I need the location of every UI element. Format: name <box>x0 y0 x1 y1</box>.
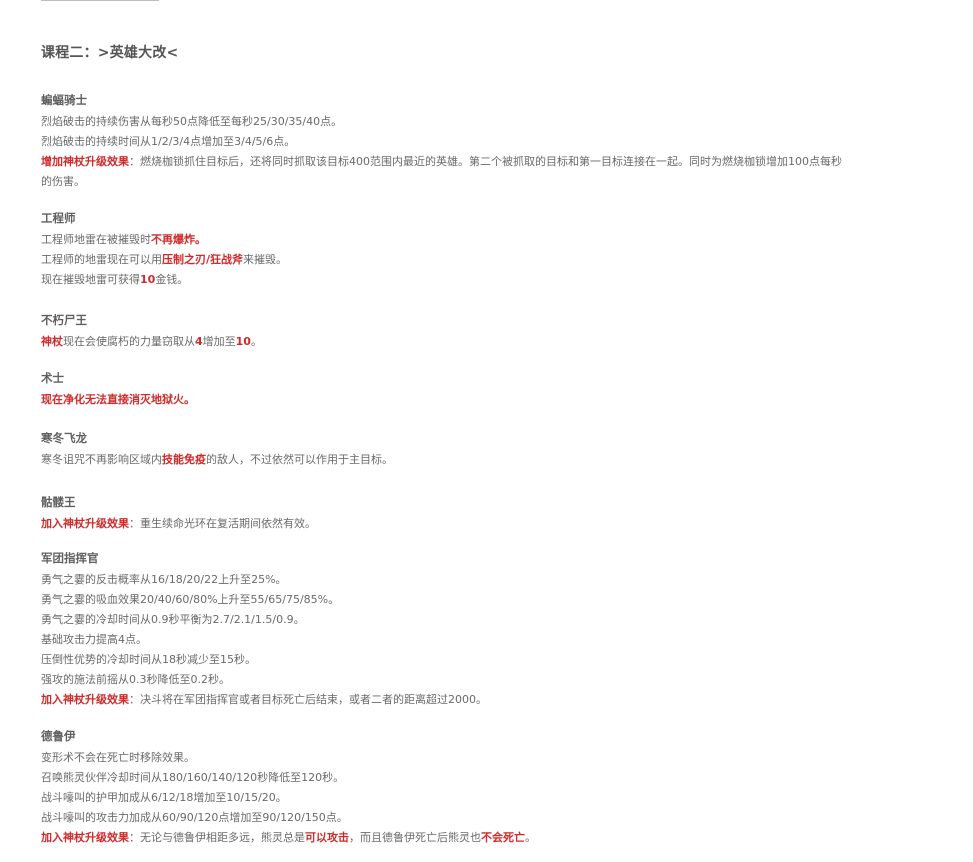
change-line: 勇气之霎的反击概率从16/18/20/22上升至25%。 <box>41 570 941 590</box>
change-text: 工程师地雷在被摧毁时 <box>41 233 151 246</box>
hero-section: 工程师工程师地雷在被摧毁时不再爆炸。工程师的地雷现在可以用压制之刃/狂战斧来摧毁… <box>41 208 941 290</box>
change-line: 烈焰破击的持续伤害从每秒50点降低至每秒25/30/35/40点。 <box>41 112 941 132</box>
hero-section: 骷髅王加入神杖升级效果：重生续命光环在复活期间依然有效。 <box>41 492 941 534</box>
page-title: 课程二：>英雄大改< <box>41 45 179 61</box>
hero-section: 不朽尸王神杖现在会使腐朽的力量窃取从4增加至10。 <box>41 310 941 352</box>
highlight-text: 10 <box>235 335 251 348</box>
change-line: 召唤熊灵伙伴冷却时间从180/160/140/120秒降低至120秒。 <box>41 768 941 788</box>
hero-section: 蝙蝠骑士烈焰破击的持续伤害从每秒50点降低至每秒25/30/35/40点。烈焰破… <box>41 90 941 192</box>
change-text: 。 <box>250 335 262 348</box>
change-text: ：燃烧枷锁抓住目标后，还将同时抓取该目标400范围内最近的英雄。第二个被抓取的目… <box>41 155 842 188</box>
highlight-text: 技能免疫 <box>162 453 206 466</box>
change-text: 。 <box>525 831 536 844</box>
hero-name: 工程师 <box>41 211 76 225</box>
change-text: 的敌人，不过依然可以作用于主目标。 <box>206 453 393 466</box>
change-line: 工程师的地雷现在可以用压制之刃/狂战斧来摧毁。 <box>41 250 941 270</box>
change-text: 强攻的施法前摇从0.3秒降低至0.2秒。 <box>41 673 230 686</box>
change-line: 寒冬诅咒不再影响区域内技能免疫的敌人，不过依然可以作用于主目标。 <box>41 450 941 470</box>
change-line: 现在净化无法直接消灭地狱火。 <box>41 390 941 410</box>
change-text: ：决斗将在军团指挥官或者目标死亡后结束，或者二者的距离超过2000。 <box>129 693 487 706</box>
highlight-text: 10 <box>140 273 156 286</box>
change-line: 加入神杖升级效果：无论与德鲁伊相距多远，熊灵总是可以攻击，而且德鲁伊死亡后熊灵也… <box>41 828 941 848</box>
change-line: 勇气之霎的冷却时间从0.9秒平衡为2.7/2.1/1.5/0.9。 <box>41 610 941 630</box>
change-line: 加入神杖升级效果：决斗将在军团指挥官或者目标死亡后结束，或者二者的距离超过200… <box>41 690 941 710</box>
change-text: 勇气之霎的吸血效果20/40/60/80%上升至55/65/75/85%。 <box>41 593 340 606</box>
highlight-text: 加入神杖升级效果 <box>41 693 129 706</box>
change-text: 战斗嚎叫的护甲加成从6/12/18增加至10/15/20。 <box>41 791 287 804</box>
change-text: 变形术不会在死亡时移除效果。 <box>41 751 195 764</box>
hero-section: 术士现在净化无法直接消灭地狱火。 <box>41 368 941 410</box>
change-text: ：无论与德鲁伊相距多远，熊灵总是 <box>129 831 305 844</box>
hero-section: 寒冬飞龙寒冬诅咒不再影响区域内技能免疫的敌人，不过依然可以作用于主目标。 <box>41 428 941 470</box>
change-line: 增加神杖升级效果：燃烧枷锁抓住目标后，还将同时抓取该目标400范围内最近的英雄。… <box>41 152 851 192</box>
change-text: ，而且德鲁伊死亡后熊灵也 <box>349 831 481 844</box>
change-line: 压倒性优势的冷却时间从18秒减少至15秒。 <box>41 650 941 670</box>
hero-name: 蝙蝠骑士 <box>41 93 87 107</box>
change-line: 工程师地雷在被摧毁时不再爆炸。 <box>41 230 941 250</box>
change-text: 来摧毁。 <box>243 253 288 266</box>
change-text: 增加至 <box>202 335 236 348</box>
highlight-text: 可以攻击 <box>305 831 349 844</box>
hero-name: 不朽尸王 <box>41 313 87 327</box>
hero-name: 骷髅王 <box>41 495 76 509</box>
change-line: 基础攻击力提高4点。 <box>41 630 941 650</box>
change-text: 压倒性优势的冷却时间从18秒减少至15秒。 <box>41 653 256 666</box>
highlight-text: 加入神杖升级效果 <box>41 831 129 844</box>
change-text: 寒冬诅咒不再影响区域内 <box>41 453 162 466</box>
change-text: 烈焰破击的持续伤害从每秒50点降低至每秒25/30/35/40点。 <box>41 115 343 128</box>
highlight-text: 压制之刃/狂战斧 <box>162 253 244 266</box>
change-text: 勇气之霎的冷却时间从0.9秒平衡为2.7/2.1/1.5/0.9。 <box>41 613 305 626</box>
highlight-text: 增加神杖升级效果 <box>41 155 129 168</box>
change-line: 变形术不会在死亡时移除效果。 <box>41 748 941 768</box>
change-text: 战斗嚎叫的攻击力加成从60/90/120点增加至90/120/150点。 <box>41 811 348 824</box>
change-text: 工程师的地雷现在可以用 <box>41 253 162 266</box>
hero-section: 军团指挥官勇气之霎的反击概率从16/18/20/22上升至25%。勇气之霎的吸血… <box>41 548 941 710</box>
change-line: 勇气之霎的吸血效果20/40/60/80%上升至55/65/75/85%。 <box>41 590 941 610</box>
hero-name: 寒冬飞龙 <box>41 431 87 445</box>
change-text: 金钱。 <box>155 273 189 286</box>
highlight-text: 现在净化无法直接消灭地狱火。 <box>41 393 195 406</box>
hero-section: 德鲁伊变形术不会在死亡时移除效果。召唤熊灵伙伴冷却时间从180/160/140/… <box>41 726 941 848</box>
change-line: 加入神杖升级效果：重生续命光环在复活期间依然有效。 <box>41 514 941 534</box>
change-text: 烈焰破击的持续时间从1/2/3/4点增加至3/4/5/6点。 <box>41 135 296 148</box>
change-text: 基础攻击力提高4点。 <box>41 633 147 646</box>
change-text: 现在摧毁地雷可获得 <box>41 273 140 286</box>
change-text: 现在会使腐朽的力量窃取从 <box>63 335 195 348</box>
change-text: 勇气之霎的反击概率从16/18/20/22上升至25%。 <box>41 573 287 586</box>
change-line: 神杖现在会使腐朽的力量窃取从4增加至10。 <box>41 332 941 352</box>
change-line: 现在摧毁地雷可获得10金钱。 <box>41 270 941 290</box>
highlight-text: 不再爆炸。 <box>151 233 206 246</box>
change-text: ：重生续命光环在复活期间依然有效。 <box>129 517 316 530</box>
change-line: 强攻的施法前摇从0.3秒降低至0.2秒。 <box>41 670 941 690</box>
highlight-text: 不会死亡 <box>481 831 525 844</box>
change-line: 烈焰破击的持续时间从1/2/3/4点增加至3/4/5/6点。 <box>41 132 941 152</box>
change-text: 召唤熊灵伙伴冷却时间从180/160/140/120秒降低至120秒。 <box>41 771 345 784</box>
highlight-text: 加入神杖升级效果 <box>41 517 129 530</box>
hero-name: 军团指挥官 <box>41 551 99 565</box>
change-line: 战斗嚎叫的护甲加成从6/12/18增加至10/15/20。 <box>41 788 941 808</box>
change-line: 战斗嚎叫的攻击力加成从60/90/120点增加至90/120/150点。 <box>41 808 941 828</box>
highlight-text: 神杖 <box>41 335 63 348</box>
hero-name: 术士 <box>41 371 64 385</box>
hero-name: 德鲁伊 <box>41 729 76 743</box>
top-divider <box>41 0 159 1</box>
highlight-text: 4 <box>195 335 203 348</box>
